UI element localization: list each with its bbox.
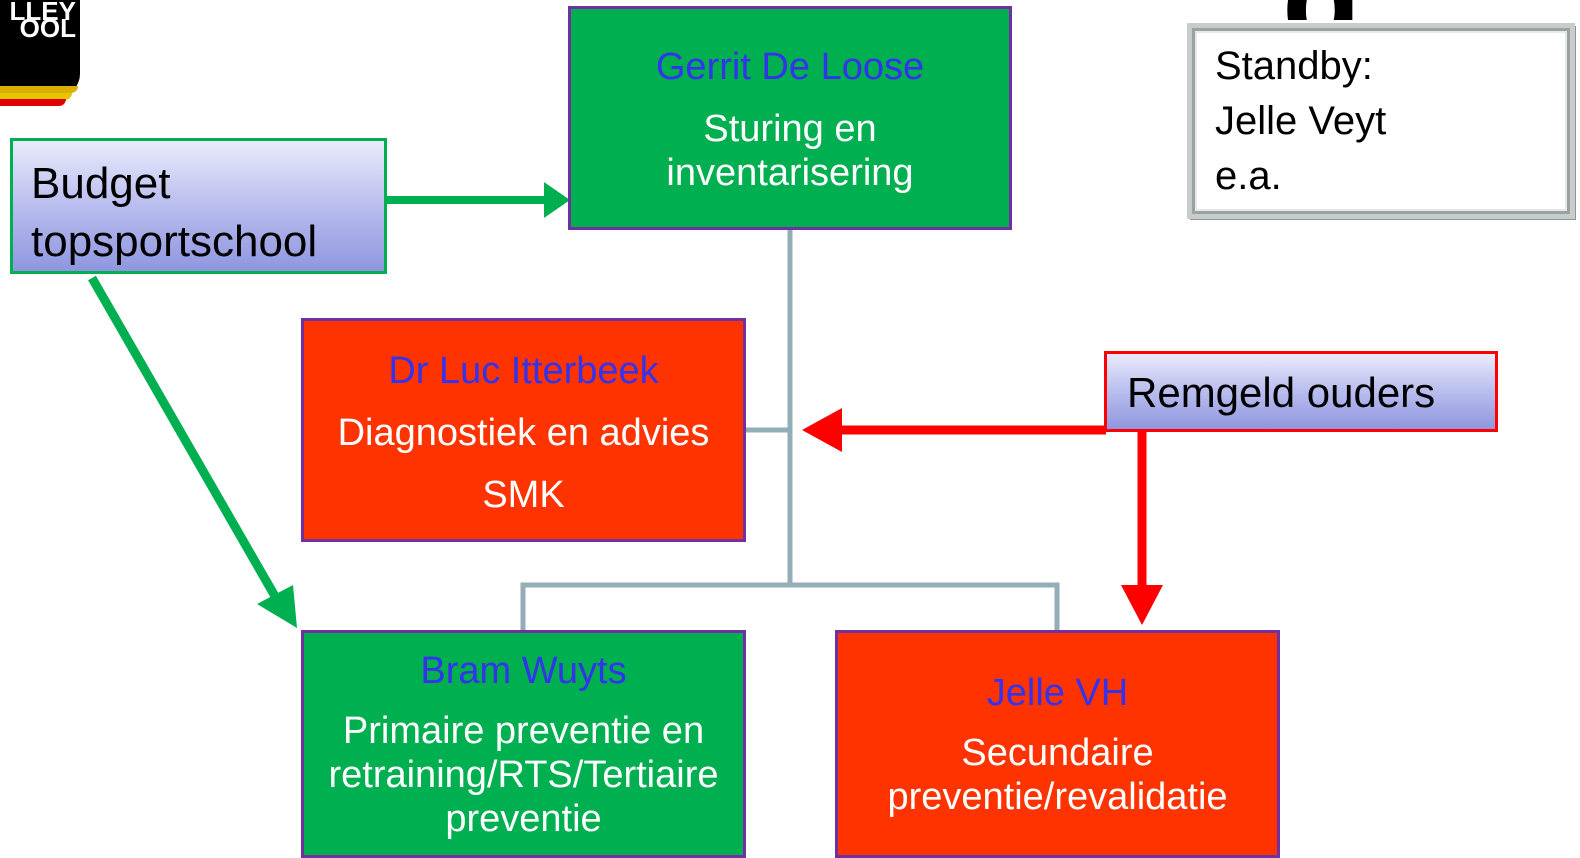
title-glyph-fragment: g — [1282, 0, 1360, 20]
node-role-line-2: preventie/revalidatie — [887, 776, 1228, 818]
arrow-head-jelle — [1121, 585, 1163, 625]
standby-label: Standby: — [1215, 44, 1373, 88]
node-role-line-3: preventie — [445, 798, 602, 840]
logo-text-line-2: OOL — [19, 13, 76, 43]
node-name: Gerrit De Loose — [655, 46, 925, 88]
node-role-line-1: Secundaire — [961, 732, 1154, 774]
node-role-line-2: retraining/RTS/Tertiaire — [328, 754, 719, 796]
node-bram-wuyts: Bram Wuyts Primaire preventie en retrain… — [301, 630, 746, 858]
node-role-line-2: SMK — [482, 474, 565, 516]
budget-line-1: Budget — [31, 159, 171, 208]
remgeld-ouders-box: Remgeld ouders — [1104, 351, 1498, 432]
budget-line-2: topsportschool — [31, 217, 318, 266]
standby-person: Jelle Veyt — [1215, 99, 1387, 143]
school-logo: LLEY OOL — [0, 0, 84, 108]
node-role-line-2: inventarisering — [666, 152, 914, 194]
standby-etc: e.a. — [1215, 154, 1282, 198]
remgeld-label: Remgeld ouders — [1127, 369, 1436, 416]
node-luc-itterbeek: Dr Luc Itterbeek Diagnostiek en advies S… — [301, 318, 746, 542]
node-name: Bram Wuyts — [420, 650, 627, 692]
node-gerrit-de-loose: Gerrit De Loose Sturing en inventariseri… — [568, 6, 1012, 230]
arrow-head-gerrit — [544, 182, 570, 218]
arrow-head-luc — [802, 408, 842, 452]
node-jelle-vh: Jelle VH Secundaire preventie/revalidati… — [835, 630, 1280, 858]
node-role-line-1: Primaire preventie en — [342, 710, 705, 752]
node-name: Jelle VH — [986, 672, 1129, 714]
node-role-line-1: Sturing en — [703, 108, 877, 150]
arrow-head-bram — [257, 585, 297, 628]
node-name: Dr Luc Itterbeek — [388, 350, 659, 392]
arrow-budget-to-bram — [88, 275, 280, 601]
budget-topsportschool-box: Budget topsportschool — [10, 138, 387, 274]
connector-branch — [520, 582, 1060, 633]
node-role-line-1: Diagnostiek en advies — [337, 412, 710, 454]
logo-text-line-1: LLEY — [9, 0, 76, 26]
standby-box: Standby: Jelle Veyt e.a. — [1187, 23, 1575, 219]
